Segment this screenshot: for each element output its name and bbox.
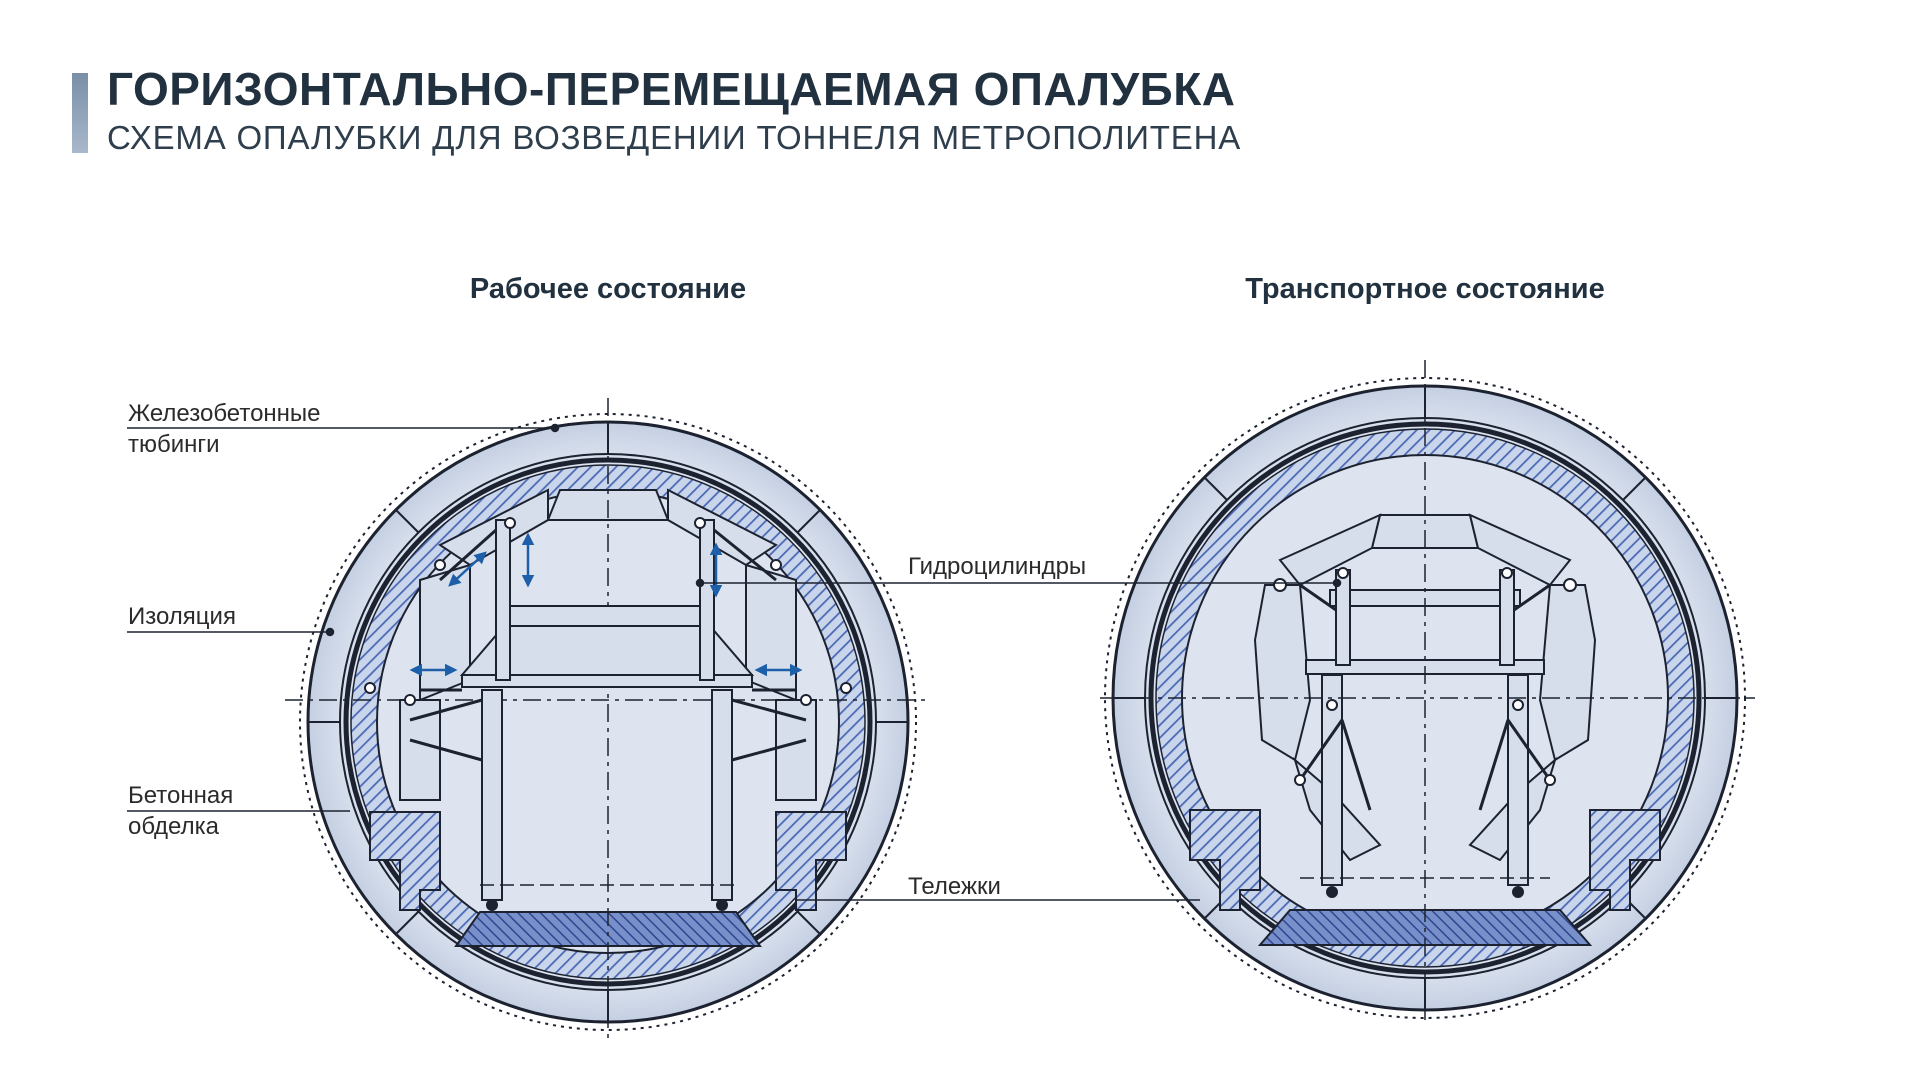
lining-label: Бетонная обделка	[128, 782, 234, 840]
title-accent-bar	[72, 73, 88, 153]
page-subtitle: СХЕМА ОПАЛУБКИ ДЛЯ ВОЗВЕДЕНИИ ТОННЕЛЯ МЕ…	[107, 119, 1242, 156]
insulation-label: Изоляция	[128, 603, 236, 630]
carts-label: Тележки	[908, 873, 1001, 900]
working-state-drawing	[285, 398, 930, 1040]
callout-leaders	[127, 423, 1342, 901]
segments-label: Железобетонные тюбинги	[128, 400, 321, 458]
transport-state-drawing	[1100, 360, 1755, 1020]
working-state-title: Рабочее состояние	[469, 273, 747, 305]
hydraulics-label: Гидроцилиндры	[908, 553, 1087, 580]
transport-state-title: Транспортное состояние	[1245, 273, 1605, 305]
page-title: ГОРИЗОНТАЛЬНО-ПЕРЕМЕЩАЕМАЯ ОПАЛУБКА	[107, 63, 1236, 115]
